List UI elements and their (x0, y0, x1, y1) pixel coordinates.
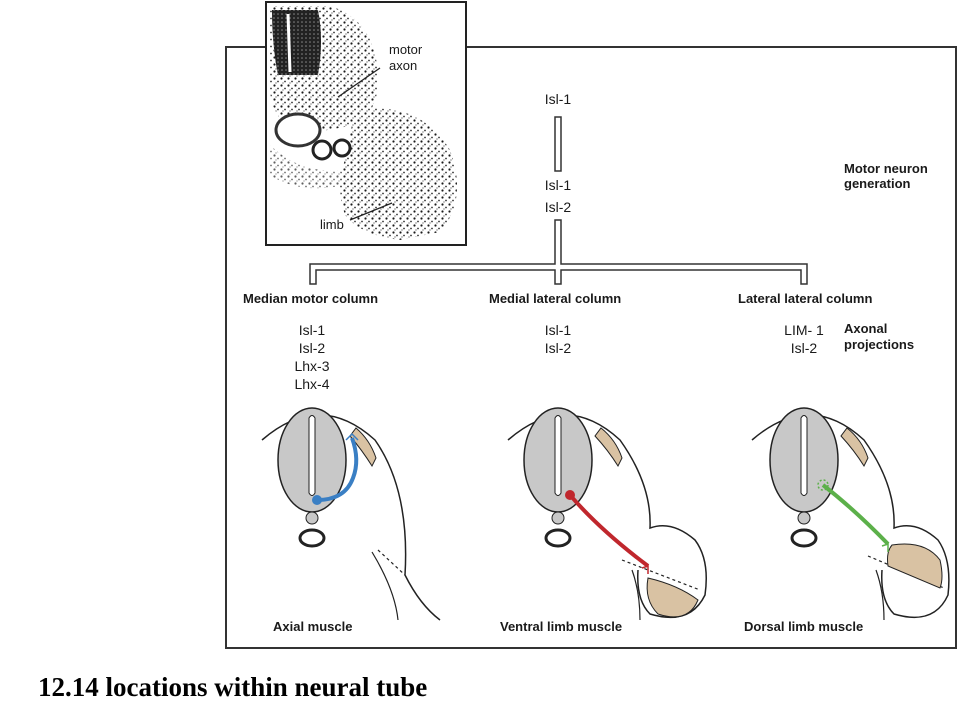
motor-neuron-generation-label-1: Motor neuron (844, 161, 928, 176)
panel-ventral-body-outline (507, 414, 707, 618)
panel-ventral-neuron (565, 490, 575, 500)
panel-axial-notochord (305, 511, 319, 525)
motor-axon-pointer (337, 67, 381, 98)
branch-connector (309, 219, 808, 285)
panel-dorsal-aorta (790, 528, 818, 548)
panel-dorsal: Dorsal limb muscle (744, 407, 950, 634)
micrograph-limb-bud (340, 108, 458, 240)
panel-ventral-aorta (544, 528, 572, 548)
micrograph-notochord (274, 112, 322, 148)
panel-ventral-muscle-strip (594, 427, 623, 468)
panel-dorsal-limb-muscle (887, 543, 943, 589)
column-header-lateral-lateral: Lateral lateral column (738, 291, 872, 306)
muscle-label-ventral: Ventral limb muscle (500, 619, 622, 634)
micrograph-label-limb: limb (320, 217, 344, 232)
limb-pointer (349, 202, 393, 221)
axonal-projections-label-1: Axonal (844, 321, 887, 336)
col1-gene-1: Isl-1 (299, 322, 326, 338)
stem-gene-2: Isl-2 (545, 199, 572, 215)
stem-gene-1: Isl-1 (545, 177, 572, 193)
upper-stem-bar (554, 116, 562, 172)
panel-ventral-axon (568, 493, 650, 568)
axonal-projections-label-2: projections (844, 337, 914, 352)
panel-dorsal-notochord (797, 511, 811, 525)
col3-gene-2: Isl-2 (791, 340, 818, 356)
col1-gene-4: Lhx-4 (294, 376, 329, 392)
muscle-label-dorsal: Dorsal limb muscle (744, 619, 863, 634)
panel-dorsal-neuron (817, 479, 829, 491)
col3-gene-1: LIM- 1 (784, 322, 824, 338)
motor-neuron-generation-label-2: generation (844, 176, 911, 191)
col1-gene-2: Isl-2 (299, 340, 326, 356)
micrograph-label-axon: axon (389, 58, 417, 73)
top-gene-label: Isl-1 (545, 91, 572, 107)
panel-axial-axon (316, 437, 359, 502)
micrograph-label-motor: motor (389, 42, 423, 57)
panel-axial-neuron (312, 495, 322, 505)
panel-dorsal-axon (821, 483, 890, 546)
panel-ventral-limb-muscle (646, 577, 699, 618)
column-header-medial-lateral: Medial lateral column (489, 291, 621, 306)
panel-axial-aorta (298, 528, 326, 548)
micrograph-dark-core (272, 10, 321, 75)
figure-caption: 12.14 locations within neural tube (38, 672, 428, 702)
col2-gene-2: Isl-2 (545, 340, 572, 356)
col2-gene-1: Isl-1 (545, 322, 572, 338)
col1-gene-3: Lhx-3 (294, 358, 329, 374)
panel-ventral-notochord (551, 511, 565, 525)
panel-dorsal-muscle-strip (840, 427, 869, 468)
column-header-median-motor: Median motor column (243, 291, 378, 306)
panel-ventral: Ventral limb muscle (500, 407, 707, 634)
panel-dorsal-body-outline (751, 414, 950, 618)
figure-frame (225, 46, 957, 649)
micrograph-inset: motor axon limb (265, 1, 467, 246)
panel-axial: Axial muscle (261, 407, 441, 634)
muscle-label-axial: Axial muscle (273, 619, 353, 634)
